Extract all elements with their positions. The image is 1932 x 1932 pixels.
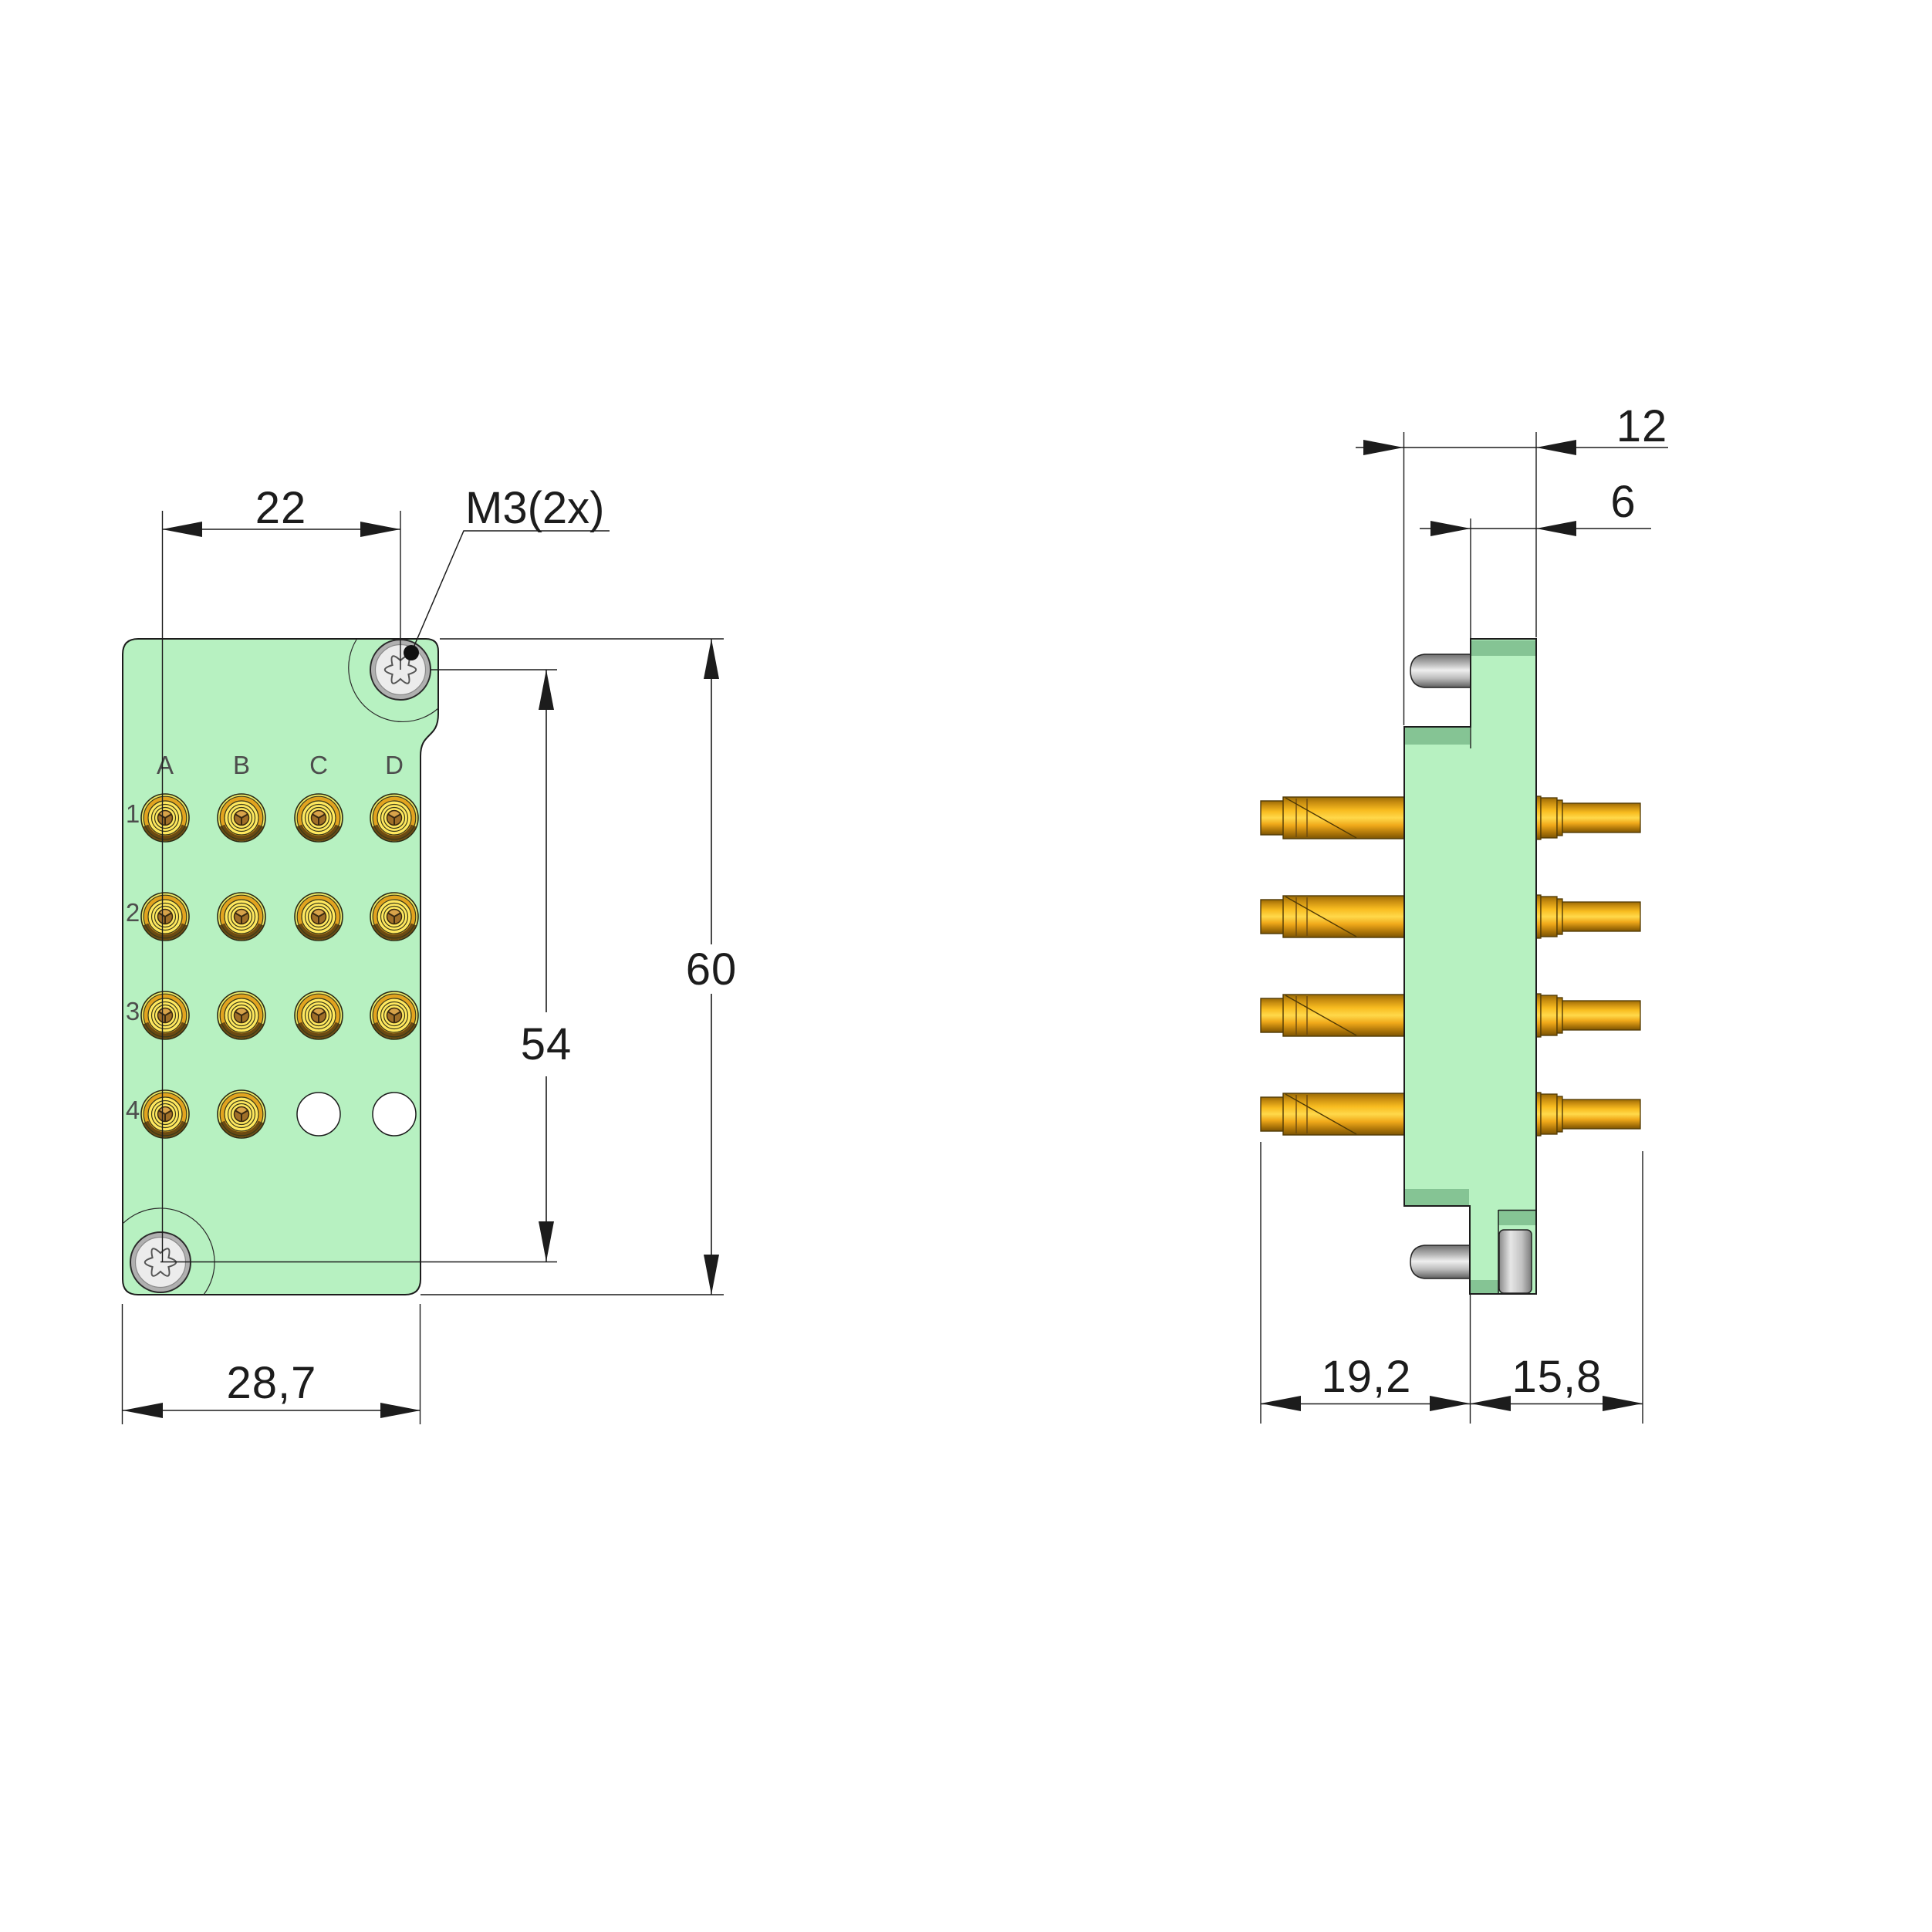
dimension-screw-span-54: 54 [521, 670, 573, 1262]
socket-d2 [370, 893, 418, 941]
dim-label-12: 12 [1616, 401, 1668, 451]
dim-label-158: 15,8 [1512, 1352, 1603, 1402]
socket-a2 [141, 893, 189, 941]
dimension-flange-6: 6 [1420, 477, 1651, 748]
empty-hole-c4 [296, 1092, 341, 1137]
socket-d3 [370, 991, 418, 1039]
boss-contour-bottom-left [122, 1208, 215, 1295]
dimension-pitch-22: 22 [162, 483, 400, 537]
col-label-b: B [233, 751, 250, 779]
screw-shank-top [1410, 654, 1471, 688]
row-label-1: 1 [126, 799, 140, 828]
socket-b3 [218, 991, 265, 1039]
shade-top-column [1471, 640, 1535, 656]
socket-c1 [295, 794, 343, 842]
thread-label-m3: M3(2x) [465, 483, 604, 533]
row-label-2: 2 [126, 898, 140, 927]
socket-a4 [141, 1090, 189, 1138]
dim-label-60: 60 [686, 944, 738, 995]
leader-dot [404, 645, 419, 660]
side-body [1403, 638, 1537, 1295]
shade-bottom-column [1471, 1280, 1498, 1293]
dim-label-54: 54 [521, 1019, 573, 1069]
col-label-d: D [385, 751, 404, 779]
dim-label-192: 19,2 [1322, 1352, 1412, 1402]
front-plate [122, 638, 439, 1295]
socket-a1 [141, 794, 189, 842]
col-label-c: C [309, 751, 328, 779]
pin-right-row1 [1535, 795, 1641, 840]
socket-b4 [218, 1090, 265, 1138]
socket-c2 [295, 893, 343, 941]
pin-left-row1 [1260, 796, 1405, 839]
dimension-height-60: 60 [686, 639, 738, 1295]
boss-contour-top-right [348, 639, 439, 722]
pin-right-row2 [1535, 894, 1641, 939]
front-view: A B C D 1 2 3 4 [121, 483, 738, 1424]
socket-d1 [370, 794, 418, 842]
socket-b1 [218, 794, 265, 842]
side-view: 12 6 19,2 15,8 [1260, 401, 1668, 1424]
callout-m3: M3(2x) [404, 483, 610, 660]
pin-right-row4 [1535, 1092, 1641, 1137]
dimension-pins-bottom: 19,2 15,8 [1260, 1142, 1643, 1424]
pin-left-row3 [1260, 994, 1405, 1037]
socket-c3 [295, 991, 343, 1039]
dim-label-6: 6 [1610, 477, 1636, 527]
pin-left-row4 [1260, 1093, 1405, 1136]
row-label-3: 3 [126, 997, 140, 1025]
pin-left-row2 [1260, 895, 1405, 938]
notch-outline [1498, 1209, 1535, 1293]
pin-right-row3 [1535, 993, 1641, 1038]
dim-label-287: 28,7 [227, 1358, 317, 1408]
empty-hole-d4 [372, 1092, 417, 1137]
socket-b2 [218, 893, 265, 941]
shade-step-bottom [1405, 1189, 1469, 1205]
shade-notch [1498, 1210, 1535, 1225]
shade-step-top [1405, 728, 1470, 745]
socket-a3 [141, 991, 189, 1039]
dim-label-22: 22 [255, 483, 307, 533]
screw-shank-bottom [1410, 1245, 1471, 1279]
dimension-depth-12: 12 [1356, 401, 1668, 725]
screw-head-side [1498, 1229, 1532, 1294]
col-label-a: A [157, 751, 174, 779]
row-label-4: 4 [126, 1096, 140, 1124]
dimension-width-287: 28,7 [121, 1304, 421, 1424]
